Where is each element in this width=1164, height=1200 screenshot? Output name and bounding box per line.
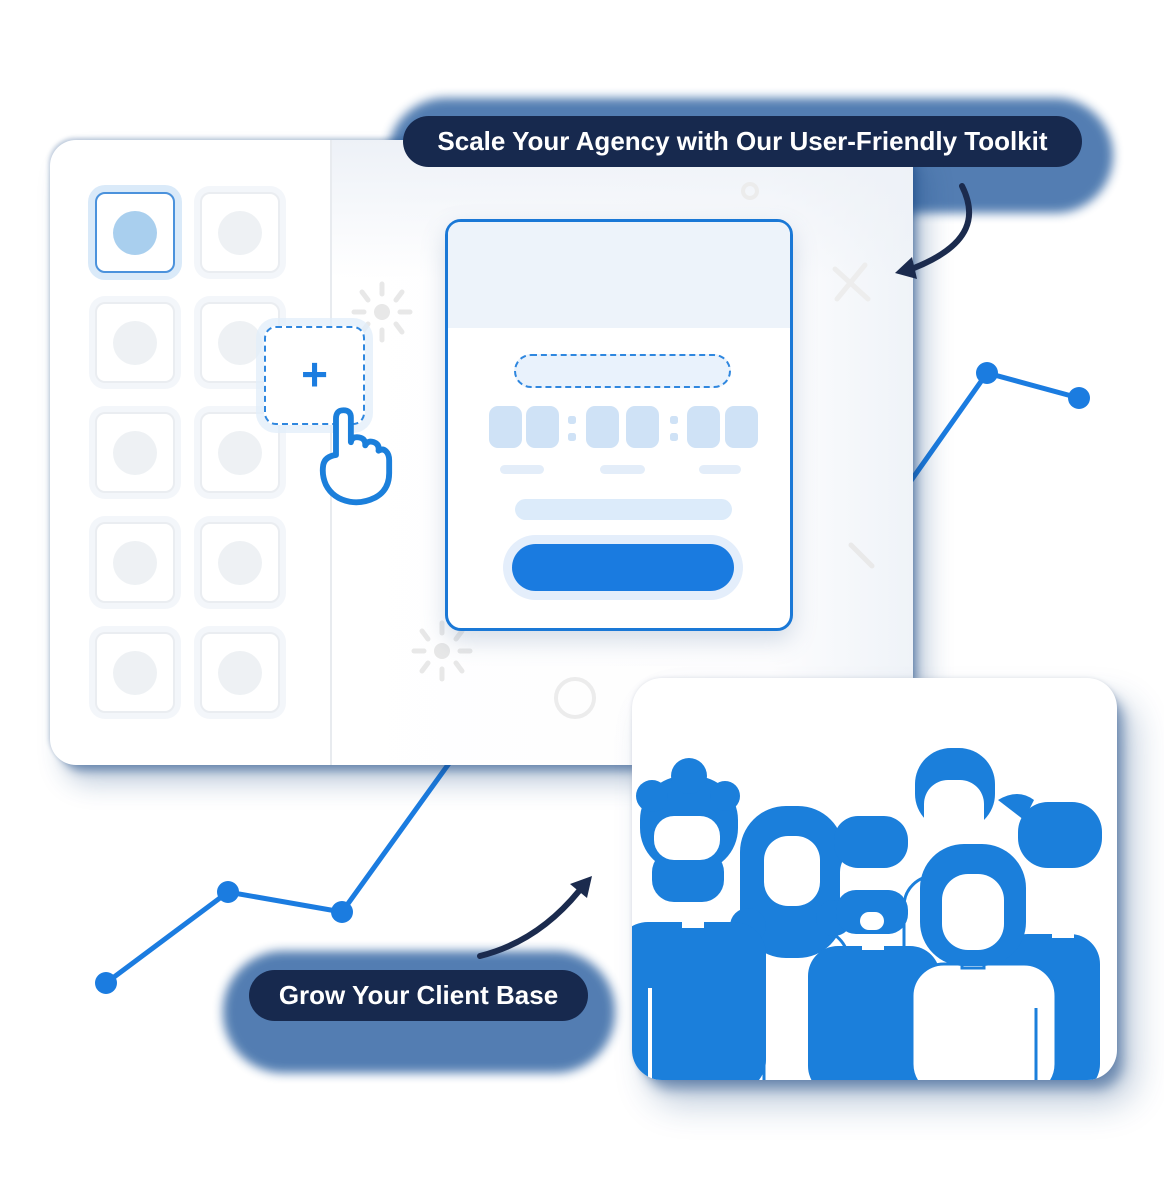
timer-digit	[586, 406, 619, 448]
clients-card	[632, 678, 1117, 1080]
slash-doodle	[848, 542, 875, 569]
app-tile[interactable]	[95, 192, 175, 273]
app-tile-dot	[113, 650, 157, 695]
circle-doodle	[554, 677, 596, 719]
timer-unit-label	[699, 465, 741, 474]
timer-unit-label	[500, 465, 544, 474]
panel-divider	[330, 140, 332, 765]
app-tile-dot	[113, 210, 157, 255]
app-tile[interactable]	[95, 522, 175, 603]
colon-dot	[568, 433, 576, 441]
add-tile-dropzone[interactable]: +	[264, 326, 365, 425]
app-tile-dot	[113, 540, 157, 585]
app-tile-dot	[113, 320, 157, 365]
app-tile-dot	[218, 540, 262, 585]
app-tile[interactable]	[95, 632, 175, 713]
growth-line-right-dots	[976, 362, 1090, 409]
scheduler-modal	[445, 219, 793, 631]
app-tile-dot	[218, 650, 262, 695]
title-placeholder-input[interactable]	[514, 354, 731, 388]
timer-digit	[725, 406, 758, 448]
app-tile-dot	[218, 430, 262, 475]
timer-digit	[626, 406, 659, 448]
text-line-placeholder	[515, 499, 732, 520]
colon-dot	[568, 416, 576, 424]
app-tile[interactable]	[200, 412, 280, 493]
bottom-callout-badge: Grow Your Client Base	[249, 970, 588, 1021]
app-tile-dot	[113, 430, 157, 475]
timer-digit	[526, 406, 559, 448]
growth-line-right	[895, 370, 1082, 502]
circle-doodle	[741, 182, 759, 200]
app-tile[interactable]	[95, 302, 175, 383]
timer-digit	[687, 406, 720, 448]
colon-dot	[670, 416, 678, 424]
x-doodle	[832, 262, 871, 302]
people-illustration	[632, 748, 1102, 1080]
timer-unit-label	[600, 465, 645, 474]
app-tile-dot	[218, 210, 262, 255]
growth-line-left	[103, 734, 471, 986]
app-grid	[95, 192, 280, 713]
app-tile[interactable]	[95, 412, 175, 493]
hand-cursor-icon	[319, 407, 393, 506]
primary-cta-button[interactable]	[512, 544, 734, 591]
app-tile[interactable]	[200, 522, 280, 603]
modal-header	[448, 222, 790, 328]
timer-digit	[489, 406, 522, 448]
plus-icon: +	[301, 347, 328, 400]
app-tile[interactable]	[200, 632, 280, 713]
arrow-up-icon	[477, 876, 592, 959]
app-tile[interactable]	[200, 192, 280, 273]
colon-dot	[670, 433, 678, 441]
top-callout-badge: Scale Your Agency with Our User-Friendly…	[403, 116, 1082, 167]
app-tile-dot	[218, 320, 262, 365]
